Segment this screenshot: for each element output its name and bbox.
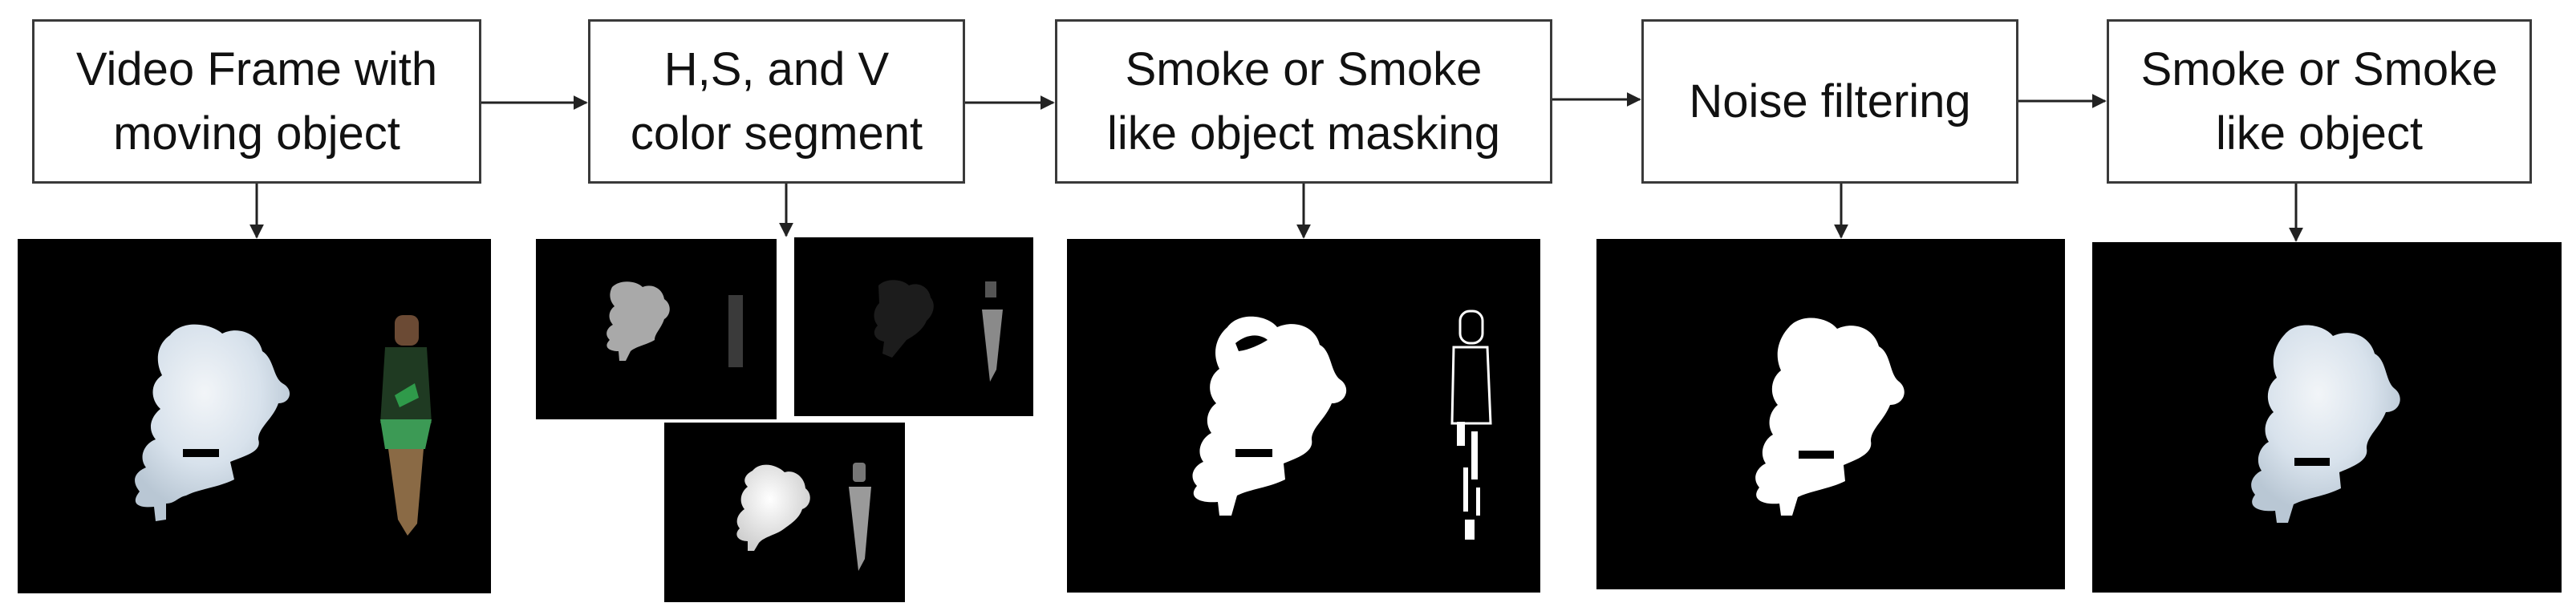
step-noise-filtering-box: Noise filtering (1641, 19, 2018, 184)
video-frame-image (18, 239, 491, 593)
smoke-blob-dim (874, 280, 934, 358)
s-channel-illustration (874, 280, 1003, 382)
noise-filtered-image (1596, 239, 2065, 589)
step-masking-box: Smoke or Smoke like object masking (1055, 19, 1552, 184)
smoke-blob-gray (606, 281, 670, 361)
mask-hole (1235, 335, 1268, 351)
person-mask-fragments (1457, 422, 1480, 540)
step-video-frame-label: Video Frame with moving object (75, 42, 438, 160)
step-video-frame-box: Video Frame with moving object (32, 19, 481, 184)
result-smoke-blob (2251, 325, 2400, 523)
s-channel-image (794, 237, 1033, 416)
step-masking-label: Smoke or Smoke like object masking (1107, 42, 1500, 160)
mask-illustration (1192, 310, 1492, 540)
result-smoke-illustration (2251, 325, 2400, 523)
step-hsv-segment-label: H,S, and V color segment (630, 42, 923, 160)
mask-image (1067, 239, 1540, 593)
noise-filtered-illustration (1755, 318, 1905, 516)
video-frame-illustration (135, 315, 432, 536)
h-channel-illustration (606, 281, 743, 367)
v-channel-illustration (736, 463, 871, 571)
v-channel-image (664, 423, 905, 602)
person-outline-mask (1450, 310, 1492, 425)
step-result-box: Smoke or Smoke like object (2107, 19, 2532, 184)
smoke-blob (135, 324, 290, 521)
result-smoke-image (2092, 242, 2562, 593)
filtered-mask-blob (1755, 318, 1905, 516)
mask-blob (1192, 316, 1347, 516)
smoke-blob-bright (736, 464, 810, 551)
step-hsv-segment-box: H,S, and V color segment (588, 19, 965, 184)
step-result-label: Smoke or Smoke like object (2140, 42, 2498, 160)
h-channel-image (536, 239, 777, 419)
smoke-dark-gap (183, 449, 219, 457)
person-figure (380, 315, 432, 536)
step-noise-filtering-label: Noise filtering (1689, 75, 1971, 127)
